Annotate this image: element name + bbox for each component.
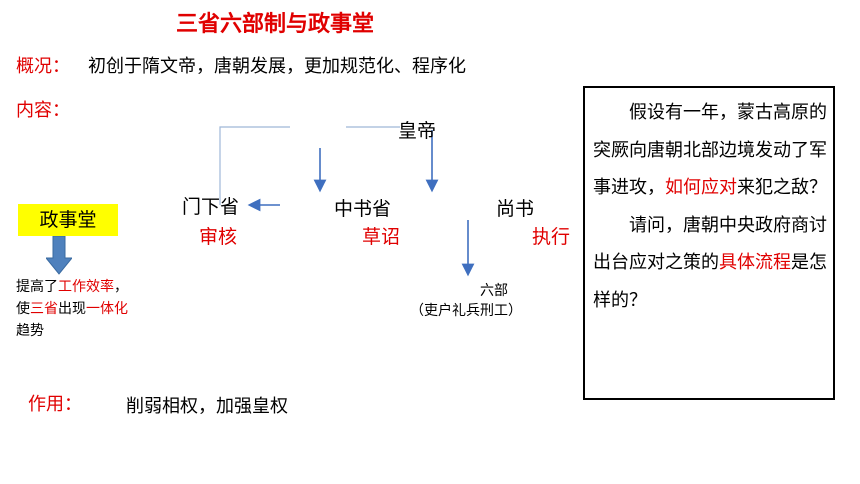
question-box: 假设有一年，蒙古高原的突厥向唐朝北部边境发动了军事进攻，如何应对来犯之敌？ 请问… <box>583 86 835 400</box>
annotation-text: 提高了 <box>16 279 58 295</box>
annotation-highlight: 一体化 <box>86 301 128 317</box>
effect-label: 作用： <box>28 394 82 415</box>
node-zhongshu: 中书省 <box>334 198 392 220</box>
question-highlight: 具体流程 <box>719 252 791 273</box>
annotation-text: 出现 <box>58 301 86 317</box>
role-zhongshu: 草诏 <box>362 226 401 248</box>
question-text: 是怎样的？ <box>593 252 827 311</box>
node-menxia: 门下省 <box>182 196 240 218</box>
content-label: 内容： <box>16 100 70 121</box>
question-text: 请问，唐朝中央政府商讨出台应对之策的 <box>593 214 827 274</box>
annotation-text: ，使 <box>16 279 128 317</box>
annotation-highlight: 工作效率 <box>58 279 114 295</box>
question-text: 来犯之敌？ <box>737 177 827 198</box>
node-liubu-detail: （吏户礼兵刑工） <box>410 303 522 319</box>
question-highlight: 如何应对 <box>665 177 737 198</box>
node-liubu: 六部 <box>480 283 508 299</box>
question-text: 假设有一年，蒙古高原的突厥向唐朝北部边境发动了军事进攻， <box>593 102 827 198</box>
question-paragraph-2: 请问，唐朝中央政府商讨出台应对之策的具体流程是怎样的？ <box>593 207 827 320</box>
page-title: 三省六部制与政事堂 <box>176 12 375 37</box>
question-paragraph-1: 假设有一年，蒙古高原的突厥向唐朝北部边境发动了军事进攻，如何应对来犯之敌？ <box>593 94 827 207</box>
effect-text: 削弱相权，加强皇权 <box>126 396 288 417</box>
node-shangshu-partial: 尚书 <box>496 198 535 220</box>
role-menxia: 审核 <box>199 226 238 248</box>
zhengshitang-badge: 政事堂 <box>18 204 118 236</box>
annotation-text: 趋势 <box>16 323 44 339</box>
overview-text: 初创于隋文帝，唐朝发展，更加规范化、程序化 <box>88 56 466 77</box>
connector-line <box>219 126 290 205</box>
overview-label: 概况： <box>16 56 70 77</box>
zhengshitang-annotation: 提高了工作效率，使三省出现一体化趋势 <box>16 276 132 342</box>
annotation-highlight: 三省 <box>30 301 58 317</box>
role-shangshu: 执行 <box>532 226 571 248</box>
node-emperor: 皇帝 <box>398 120 437 142</box>
arrow-down-icon <box>46 236 72 275</box>
